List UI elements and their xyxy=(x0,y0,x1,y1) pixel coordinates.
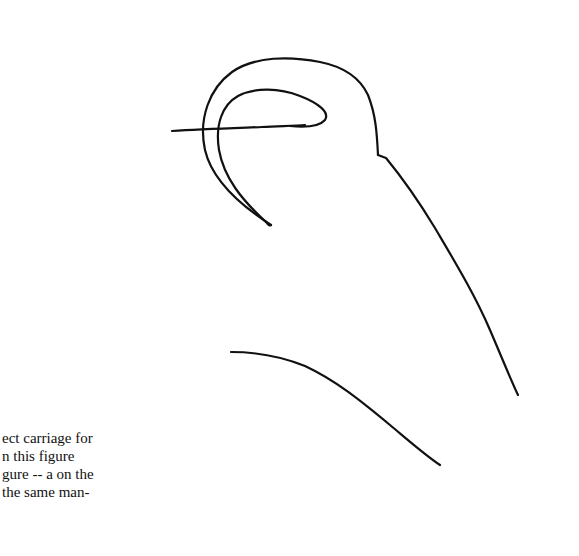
lower-curve xyxy=(231,352,440,465)
hook-tip xyxy=(266,222,271,225)
text-fragment: gure -- a on the xyxy=(2,466,94,483)
hook-outer xyxy=(203,58,378,225)
text-fragment: the same man- xyxy=(2,484,89,501)
hook-inner xyxy=(218,90,326,222)
text-fragment: n this figure xyxy=(2,448,75,465)
horizontal-stroke xyxy=(172,125,305,131)
back-line xyxy=(378,155,518,395)
text-fragment: ect carriage for xyxy=(2,430,93,447)
